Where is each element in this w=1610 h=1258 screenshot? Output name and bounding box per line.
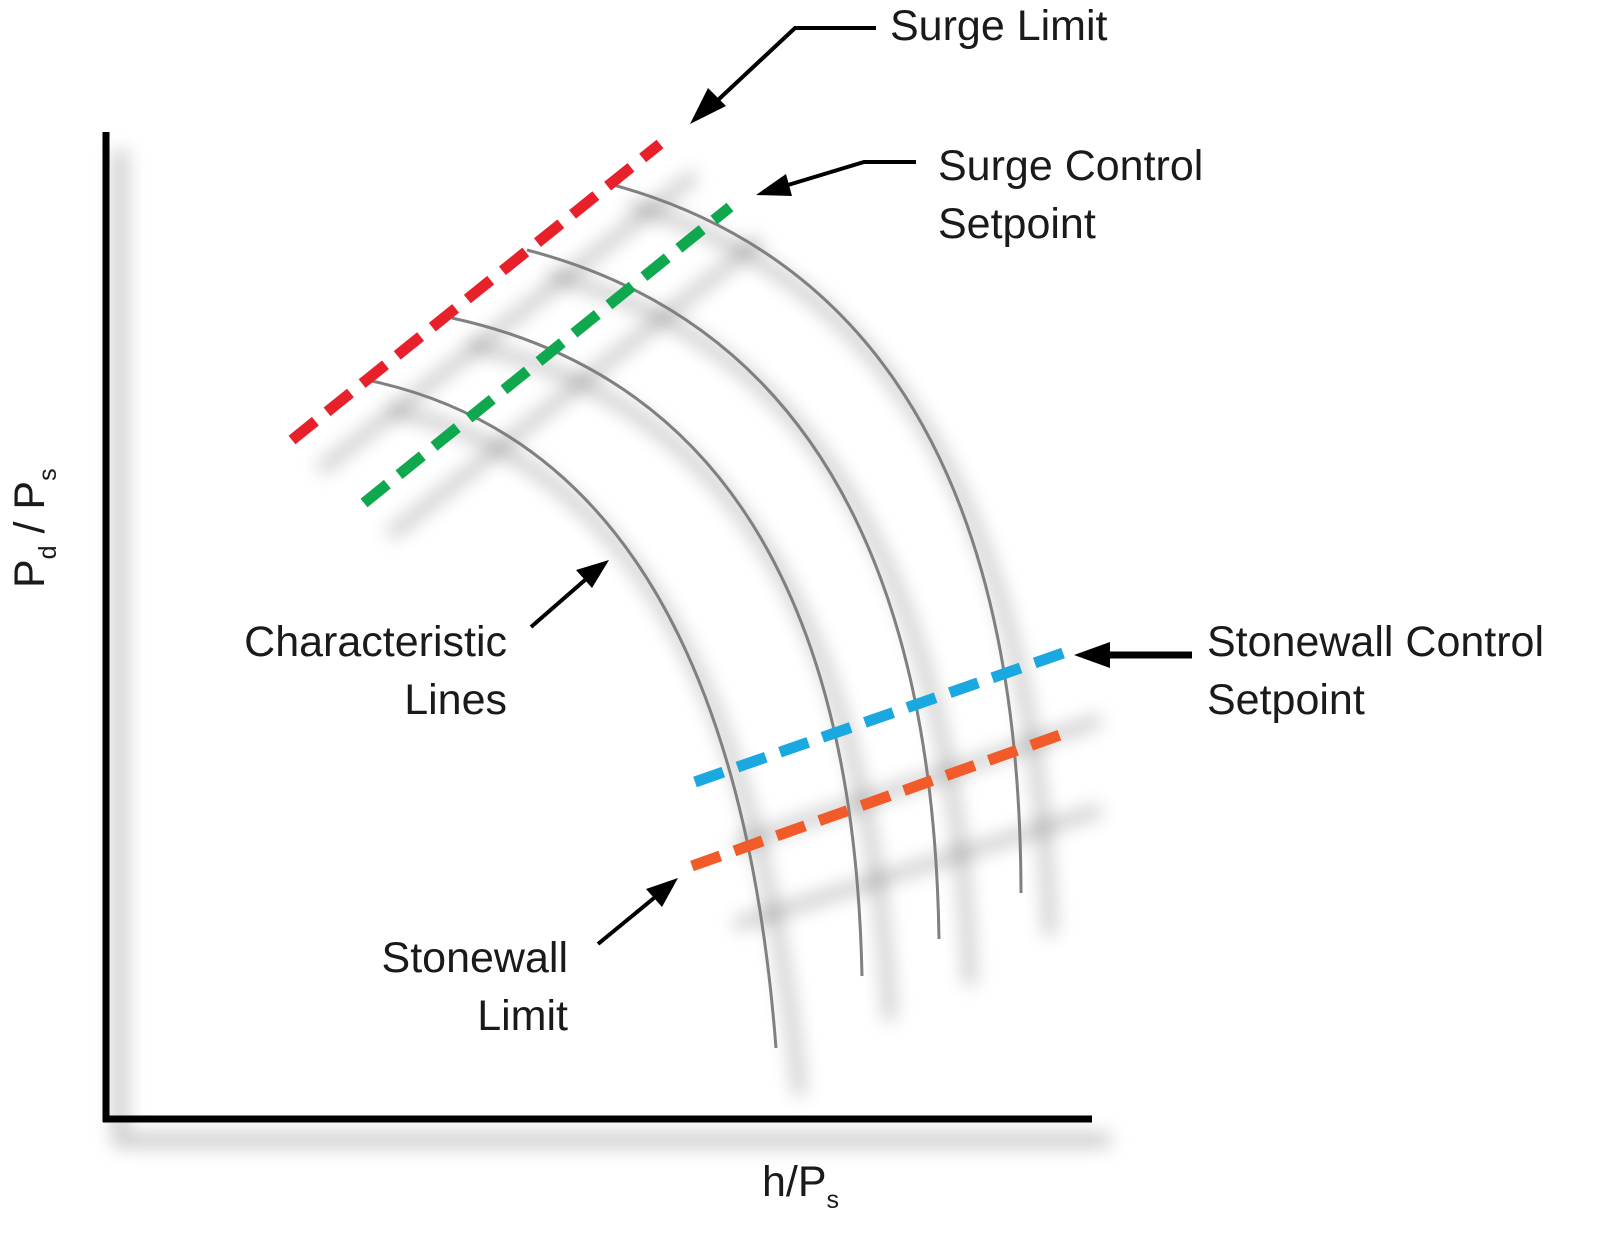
surge-control-label-line1: Surge Control xyxy=(938,142,1203,190)
surge-limit-line xyxy=(288,139,664,445)
stonewall-limit-label-line1: Stonewall xyxy=(382,934,568,982)
y-axis-title: Pd / Ps xyxy=(6,468,62,588)
surge-control-arrow-line xyxy=(787,160,916,187)
annotation-labels: Surge Limit Surge Control Setpoint Chara… xyxy=(244,2,1544,1040)
surge-limit-label: Surge Limit xyxy=(890,2,1108,50)
characteristic-lines xyxy=(366,182,1023,1049)
stonewall-control-label-line1: Stonewall Control xyxy=(1207,618,1544,666)
axes xyxy=(102,132,1092,1123)
characteristic-arrowhead xyxy=(576,560,609,588)
x-axis-title: h/Ps xyxy=(762,1158,839,1214)
stonewall-limit-arrow-line xyxy=(596,896,656,946)
surge-limit-arrow-line xyxy=(716,26,876,102)
annotation-arrows xyxy=(529,26,1192,946)
surge-control-setpoint-line xyxy=(360,202,734,508)
characteristic-line-2 xyxy=(451,316,864,977)
stonewall-control-setpoint-line xyxy=(693,646,1068,788)
limit-lines xyxy=(288,139,1068,872)
stonewall-control-label-line2: Setpoint xyxy=(1207,676,1365,724)
surge-control-arrowhead xyxy=(756,174,792,196)
characteristic-label-line2: Lines xyxy=(404,676,507,724)
stonewall-control-arrowhead xyxy=(1074,642,1110,668)
characteristic-label-line1: Characteristic xyxy=(244,618,507,666)
stonewall-limit-arrowhead xyxy=(646,878,678,907)
axes-shadow xyxy=(113,150,1110,1147)
surge-control-label-line2: Setpoint xyxy=(938,200,1096,248)
characteristic-arrow-line xyxy=(529,578,587,629)
characteristic-line-1 xyxy=(366,378,778,1049)
surge-limit-arrowhead xyxy=(690,88,726,124)
characteristic-line-4 xyxy=(609,182,1023,894)
stonewall-limit-line xyxy=(690,729,1062,872)
stonewall-limit-label-line2: Limit xyxy=(477,992,568,1040)
